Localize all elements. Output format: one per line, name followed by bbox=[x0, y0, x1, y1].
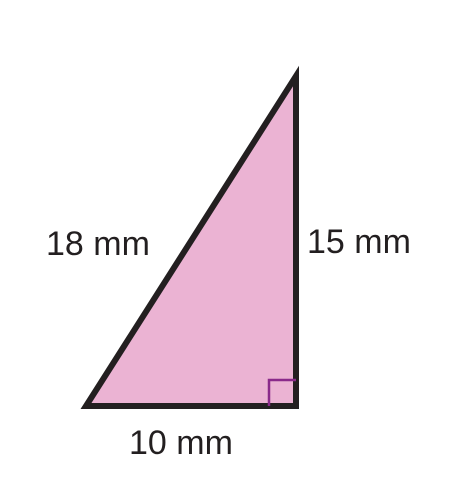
vertical-leg-label: 15 mm bbox=[307, 223, 411, 261]
right-angle-marker bbox=[267, 378, 296, 406]
hypotenuse-label: 18 mm bbox=[46, 225, 150, 263]
base-label: 10 mm bbox=[129, 424, 233, 462]
triangle-shape bbox=[80, 65, 299, 409]
